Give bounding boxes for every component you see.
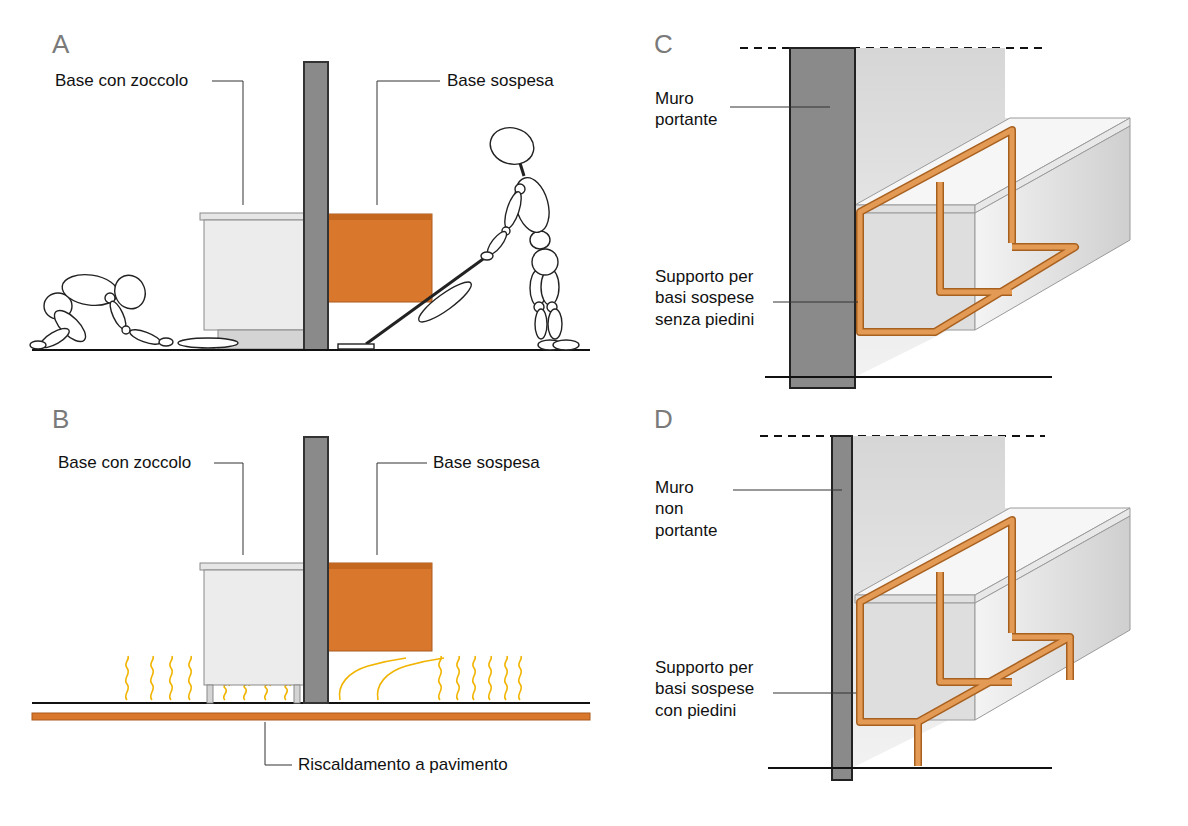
- leader-line: [773, 693, 856, 694]
- heat-wisp: [170, 656, 173, 700]
- callout-label: Muro portante: [655, 88, 717, 131]
- countertop: [200, 213, 305, 220]
- hanging-cabinet-top: [328, 214, 432, 220]
- figure-part: [128, 327, 161, 347]
- cabinet-end: [858, 213, 975, 330]
- support-frame: [860, 520, 1070, 766]
- heat-wisp: [505, 656, 508, 700]
- figure-part: [548, 309, 562, 339]
- heat-wisp: [224, 684, 230, 700]
- callout-label: Supporto per basi sospese con piedini: [655, 657, 767, 721]
- floor-line: [765, 376, 1052, 378]
- heat-wisp: [151, 656, 154, 700]
- floor-heating: [32, 713, 590, 720]
- panel-letter: D: [654, 405, 673, 434]
- panel-letter: B: [52, 405, 69, 434]
- leader-line: [265, 722, 292, 765]
- panel-b: [32, 437, 590, 765]
- cleaning-disk: [178, 338, 238, 348]
- cabinet-side: [975, 126, 1130, 330]
- leader-line: [214, 463, 243, 555]
- leader-line: [377, 463, 427, 555]
- hanging-cabinet-top: [328, 563, 432, 569]
- back-wall: [852, 436, 1130, 768]
- callout-label: Riscaldamento a pavimento: [298, 754, 508, 775]
- figure-part: [30, 341, 46, 349]
- panel-letter: A: [52, 30, 69, 59]
- cabinet-group: [852, 436, 1130, 768]
- bearing-wall: [790, 48, 855, 388]
- figure-part: [535, 309, 547, 339]
- callout-label: Base con zoccolo: [55, 70, 188, 91]
- heat-wisp: [473, 656, 476, 700]
- heat-wisp: [340, 658, 406, 700]
- heat-wisp: [285, 684, 291, 700]
- wall: [304, 437, 328, 703]
- heat-wisp: [439, 656, 442, 700]
- figure-part: [159, 338, 173, 346]
- figure-part: [501, 190, 524, 230]
- hanging-cabinet: [328, 214, 432, 302]
- callout-label: Base sospesa: [433, 452, 540, 473]
- leader-line: [733, 490, 842, 491]
- leader-line: [212, 81, 243, 205]
- frame-bar: [860, 520, 1070, 766]
- floor-line: [768, 767, 1052, 769]
- panel-d: [733, 436, 1130, 780]
- figure-part: [122, 326, 130, 334]
- heat-wisp: [378, 658, 444, 700]
- heat-wisp: [265, 684, 271, 700]
- frame-bar: [860, 130, 1075, 332]
- heat-wisp: [126, 656, 129, 700]
- support-frame: [860, 130, 1075, 332]
- hanging-cabinet: [328, 563, 432, 651]
- heat-wisp: [489, 656, 492, 700]
- heat-wisp: [244, 684, 250, 700]
- cabinet-side: [975, 516, 1130, 720]
- callout-label: Base sospesa: [447, 70, 554, 91]
- base-cabinet: [204, 570, 304, 685]
- wall: [304, 62, 328, 350]
- heat-wisp: [457, 656, 460, 700]
- figure-part: [532, 249, 558, 275]
- heat-wisp: [519, 656, 522, 700]
- cabinet-foot: [294, 685, 300, 703]
- panel-c: [730, 48, 1130, 388]
- heat-wisp: [189, 656, 192, 700]
- panel-a: [30, 62, 590, 351]
- mop-pad: [338, 344, 374, 349]
- figure-part: [481, 252, 493, 260]
- leader-line: [773, 302, 858, 303]
- callout-label: Supporto per basi sospese senza piedini: [655, 266, 767, 330]
- figure-part: [520, 163, 524, 176]
- figure-part: [530, 231, 550, 249]
- countertop: [200, 563, 305, 570]
- leader-line: [377, 81, 440, 205]
- mop-handle: [366, 254, 490, 344]
- callout-label: Muro non portante: [655, 477, 717, 541]
- cabinet-foot: [207, 685, 213, 703]
- partition-wall: [832, 436, 852, 780]
- base-cabinet: [204, 220, 304, 330]
- callout-label: Base con zoccolo: [58, 452, 191, 473]
- panel-letter: C: [654, 30, 673, 59]
- mop: [338, 254, 490, 349]
- frame-outline: [860, 130, 1075, 332]
- figure-part: [486, 123, 538, 169]
- back-wall: [855, 48, 1130, 377]
- leader-line: [730, 107, 830, 108]
- floor-line: [32, 349, 590, 351]
- crouching-figure: [30, 271, 238, 351]
- figure-part: [553, 340, 579, 350]
- mop-duster: [414, 277, 475, 328]
- frame-outline: [860, 520, 1070, 766]
- standing-figure: [481, 123, 579, 350]
